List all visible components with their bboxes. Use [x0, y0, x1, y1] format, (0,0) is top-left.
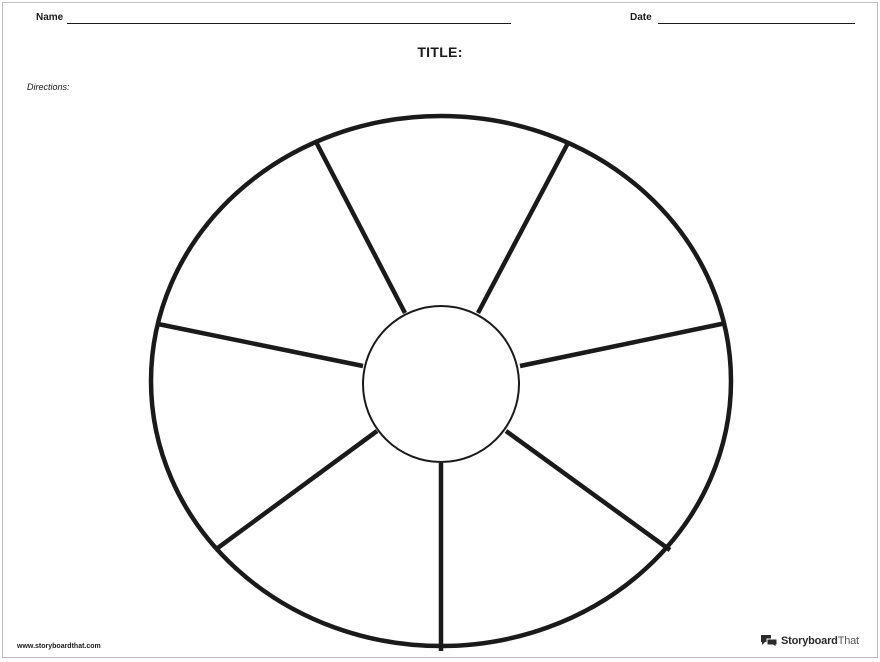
- brand-name-light: That: [837, 635, 859, 647]
- brand-name: StoryboardThat: [781, 635, 859, 647]
- speech-bubbles-icon: [761, 635, 778, 648]
- date-line[interactable]: [658, 23, 855, 24]
- center-circle[interactable]: [362, 305, 520, 463]
- spoke-line: [519, 320, 727, 369]
- spoke-line: [313, 138, 407, 315]
- name-label: Name: [36, 12, 64, 23]
- date-label: Date: [630, 12, 652, 23]
- spoke-line: [476, 141, 570, 315]
- circle-spider-diagram: [148, 113, 734, 651]
- spoke-lines: [157, 138, 727, 651]
- spoke-line: [213, 429, 379, 552]
- spoke-line: [504, 429, 672, 552]
- spoke-line: [157, 321, 364, 369]
- page-title: TITLE:: [417, 44, 463, 60]
- directions-label: Directions:: [27, 82, 70, 92]
- name-line[interactable]: [67, 23, 511, 24]
- brand-logo: StoryboardThat: [760, 634, 859, 648]
- brand-name-bold: Storyboard: [781, 635, 838, 647]
- footer-url[interactable]: www.storyboardthat.com: [17, 643, 101, 650]
